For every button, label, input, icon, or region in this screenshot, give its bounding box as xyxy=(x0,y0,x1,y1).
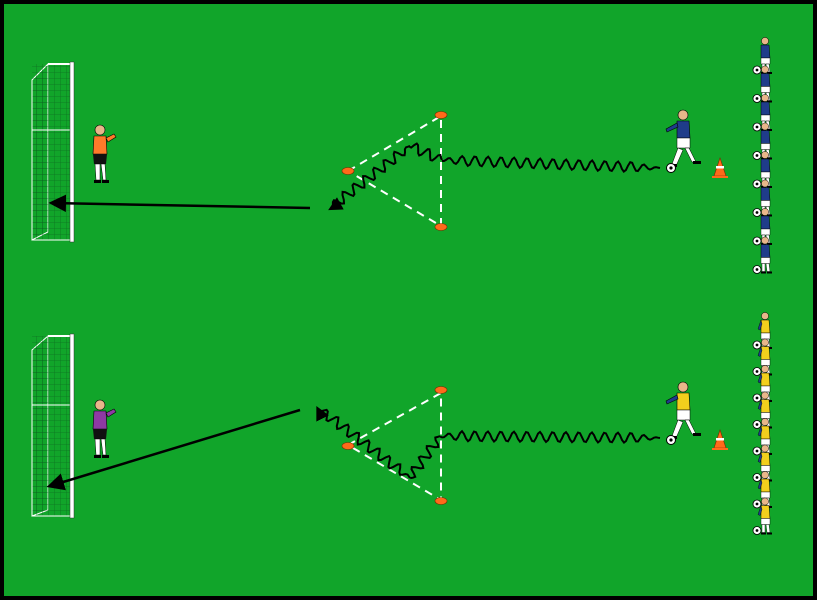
goal-icon xyxy=(31,333,75,519)
triangle-dashes xyxy=(345,391,442,502)
ball-icon xyxy=(666,163,676,173)
ball-icon xyxy=(752,208,762,217)
shot-arrow xyxy=(48,194,311,213)
ball-icon xyxy=(666,435,676,445)
ball-icon xyxy=(752,420,762,429)
player-icon xyxy=(757,497,772,535)
ball-icon xyxy=(752,94,762,103)
dribble-path xyxy=(439,429,661,445)
dribble-path xyxy=(328,145,411,211)
player-icon xyxy=(665,109,701,167)
marker-disc-icon xyxy=(434,497,448,505)
ball-icon xyxy=(752,393,762,403)
marker-disc-icon xyxy=(434,386,448,394)
ball-icon xyxy=(752,367,762,376)
ball-icon xyxy=(752,499,762,509)
player-icon xyxy=(760,236,772,274)
dribble-path xyxy=(442,154,661,173)
player-icon xyxy=(760,37,772,74)
ball-icon xyxy=(752,265,762,274)
marker-disc-icon xyxy=(434,111,448,119)
ball-icon xyxy=(752,473,762,482)
cone-icon xyxy=(712,429,728,450)
marker-disc-icon xyxy=(341,442,355,450)
dribble-path xyxy=(409,142,443,162)
dribble-path xyxy=(410,435,441,480)
ball-icon xyxy=(752,151,762,160)
cone-icon xyxy=(712,157,728,178)
goal-icon xyxy=(31,61,75,243)
goalkeeper-icon xyxy=(92,124,117,183)
ball-icon xyxy=(752,340,762,350)
ball-icon xyxy=(752,446,762,456)
drill-top xyxy=(31,37,772,274)
dribble-path xyxy=(316,405,411,479)
ball-icon xyxy=(752,526,762,535)
player-queue xyxy=(752,37,772,274)
shot-arrow xyxy=(46,408,301,491)
ball-icon xyxy=(752,65,762,75)
marker-disc-icon xyxy=(434,223,448,231)
ball-icon xyxy=(752,236,762,246)
ball-icon xyxy=(752,179,762,189)
pitch-diagram xyxy=(4,4,813,596)
goalkeeper-icon xyxy=(92,399,117,458)
drill-bottom xyxy=(31,312,772,535)
ball-icon xyxy=(752,122,762,132)
pitch-surface xyxy=(4,4,813,596)
triangle-dashes xyxy=(346,114,442,228)
player-queue xyxy=(752,312,772,535)
marker-disc-icon xyxy=(341,167,355,175)
